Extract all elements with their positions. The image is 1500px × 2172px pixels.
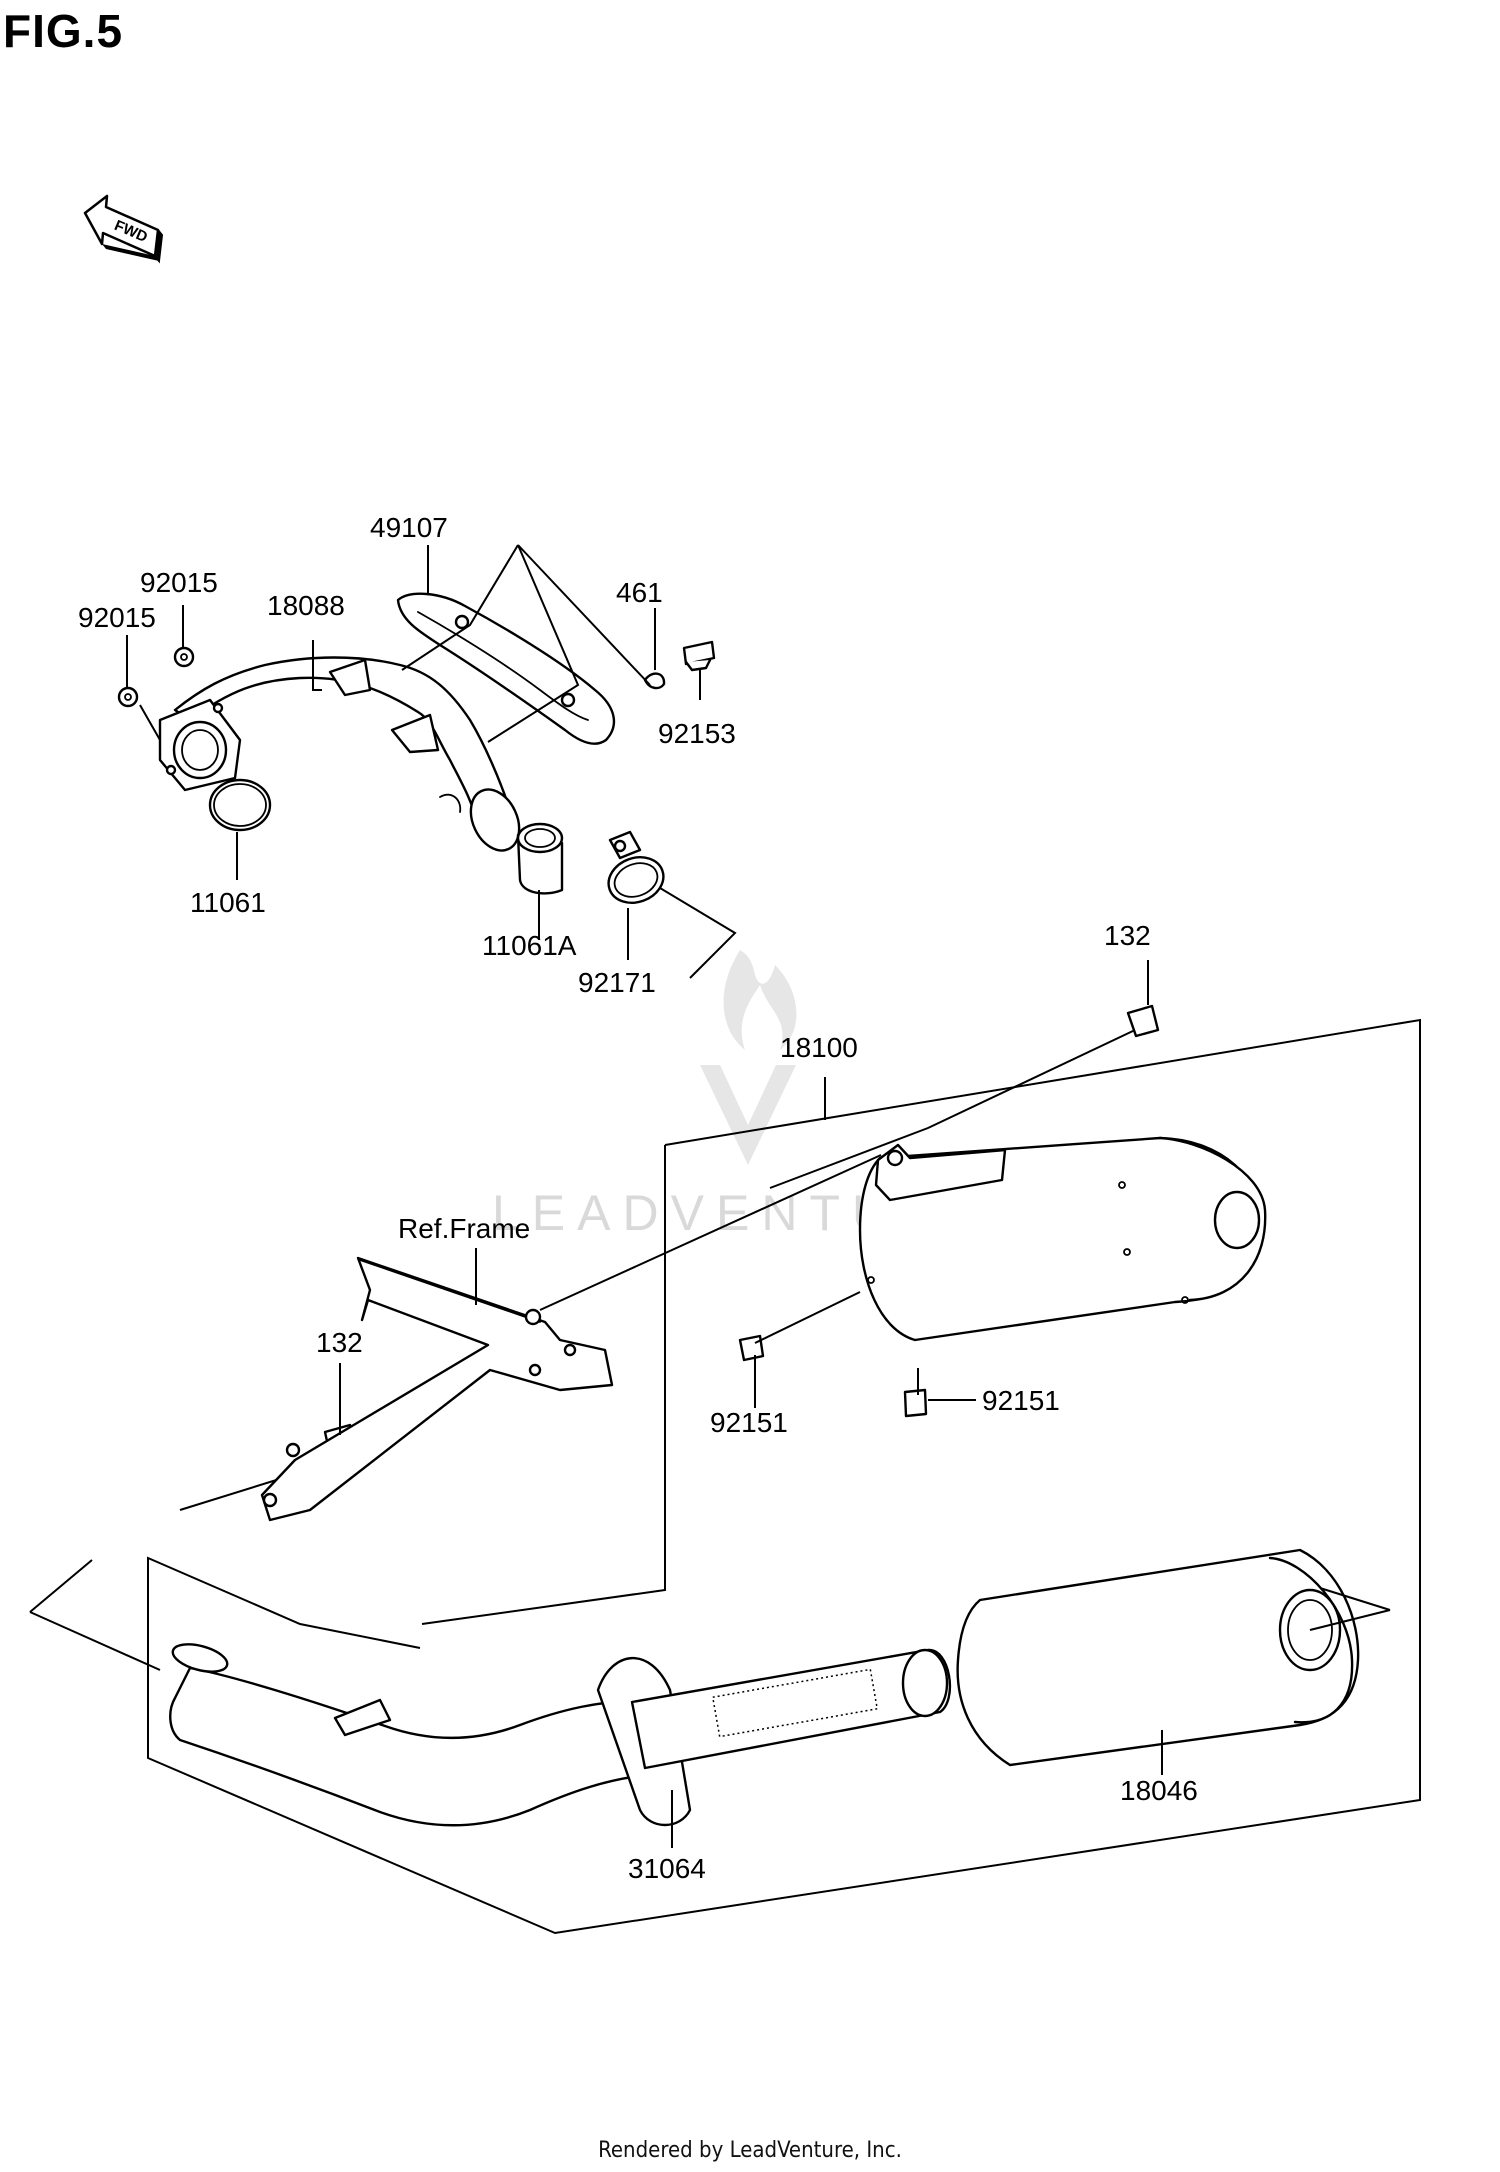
leadventure-watermark: LEADVENTURE — [492, 950, 982, 1241]
bolt-92153 — [682, 640, 716, 672]
callout-92015-upper: 92015 — [140, 567, 218, 598]
bolt-92151-b — [903, 1388, 928, 1418]
callout-92151-right: 92151 — [982, 1385, 1060, 1416]
leader-lines — [29, 544, 1391, 1848]
callout-92015-lower: 92015 — [78, 602, 156, 633]
heat-guard-49107 — [396, 592, 616, 745]
bolt-132-a — [1126, 1004, 1160, 1038]
header-pipe-18088 — [158, 656, 521, 852]
tail-pipe — [169, 1643, 652, 1827]
callout-ref-frame: Ref.Frame — [398, 1213, 530, 1244]
baffle-31064 — [596, 1648, 952, 1827]
callout-92171: 92171 — [578, 967, 656, 998]
gasket-11061 — [208, 778, 272, 832]
clip-461 — [643, 672, 666, 690]
figure-title: FIG.5 — [3, 5, 124, 57]
callout-11061: 11061 — [190, 887, 266, 918]
gasket-11061a — [516, 822, 564, 895]
footer-credit: Rendered by LeadVenture, Inc. — [598, 2138, 902, 2163]
outer-shell-18046 — [956, 1548, 1360, 1767]
bolt-92151-a — [738, 1334, 765, 1362]
callout-18100: 18100 — [780, 1032, 858, 1063]
callout-461: 461 — [616, 577, 663, 608]
fwd-arrow-icon: FWD — [83, 194, 164, 264]
callout-92151-left: 92151 — [710, 1407, 788, 1438]
callout-92153: 92153 — [658, 718, 736, 749]
callout-132-lower: 132 — [316, 1327, 363, 1358]
callout-49107: 49107 — [370, 512, 448, 543]
callout-18088: 18088 — [267, 590, 345, 621]
callout-132-upper: 132 — [1104, 920, 1151, 951]
muffler-18100 — [858, 1136, 1267, 1342]
assembly-frame-18100 — [147, 1018, 1421, 1935]
clamp-92171 — [607, 830, 665, 904]
frame-reference — [260, 1256, 614, 1522]
callout-18046: 18046 — [1120, 1775, 1198, 1806]
callout-11061a: 11061A — [482, 930, 577, 961]
callout-31064: 31064 — [628, 1853, 706, 1884]
nut-92015-b — [173, 646, 195, 668]
nut-92015-a — [117, 686, 139, 708]
